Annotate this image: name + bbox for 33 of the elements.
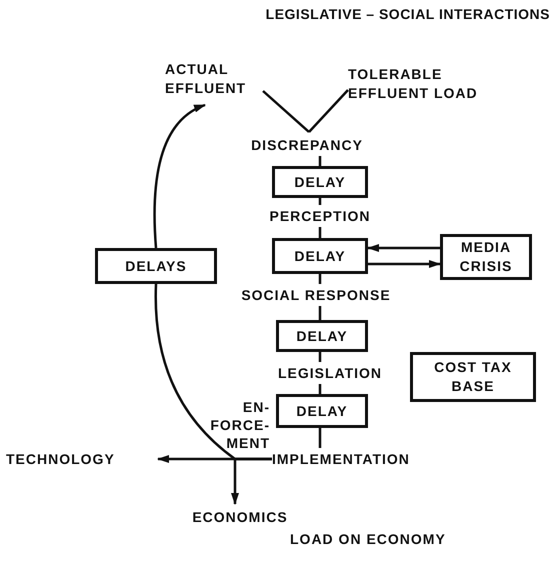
node-label: IMPLEMENTATION: [272, 448, 472, 470]
connector-line: [318, 384, 322, 394]
connector-line: [318, 198, 322, 205]
connector-line: [154, 284, 272, 460]
node-label: ACTUAL EFFLUENT: [165, 55, 275, 103]
arrow: [367, 244, 440, 252]
connector-line: [318, 306, 322, 320]
process-box: MEDIA CRISIS: [440, 234, 532, 280]
process-box: DELAY: [272, 238, 368, 274]
text-label: LOAD ON ECONOMY: [290, 530, 447, 548]
node-label: SOCIAL RESPONSE: [232, 284, 400, 306]
process-box: DELAYS: [95, 248, 217, 284]
node-label: PERCEPTION: [255, 205, 385, 227]
node-label: LEGISLATION: [258, 362, 402, 384]
node-label: TECHNOLOGY: [6, 448, 156, 470]
connector-line: [318, 428, 322, 448]
text-label: EN- FORCE- MENT: [209, 398, 270, 453]
node-label: ECONOMICS: [175, 506, 305, 528]
node-label: DISCREPANCY: [242, 134, 372, 156]
connector-line: [318, 274, 322, 284]
connector-line: [318, 352, 322, 362]
arrow: [153, 104, 206, 248]
process-box: DELAY: [276, 320, 368, 352]
process-box: COST TAX BASE: [410, 352, 536, 402]
connector-line: [308, 89, 349, 133]
process-box: DELAY: [276, 394, 368, 428]
node-label: TOLERABLE EFFLUENT LOAD: [348, 60, 478, 108]
process-box: DELAY: [272, 166, 368, 198]
arrow: [368, 260, 441, 268]
connector-line: [262, 90, 310, 133]
connector-line: [318, 156, 322, 166]
connector-line: [318, 227, 322, 238]
diagram-title: LEGISLATIVE – SOCIAL INTERACTIONS: [264, 6, 550, 22]
